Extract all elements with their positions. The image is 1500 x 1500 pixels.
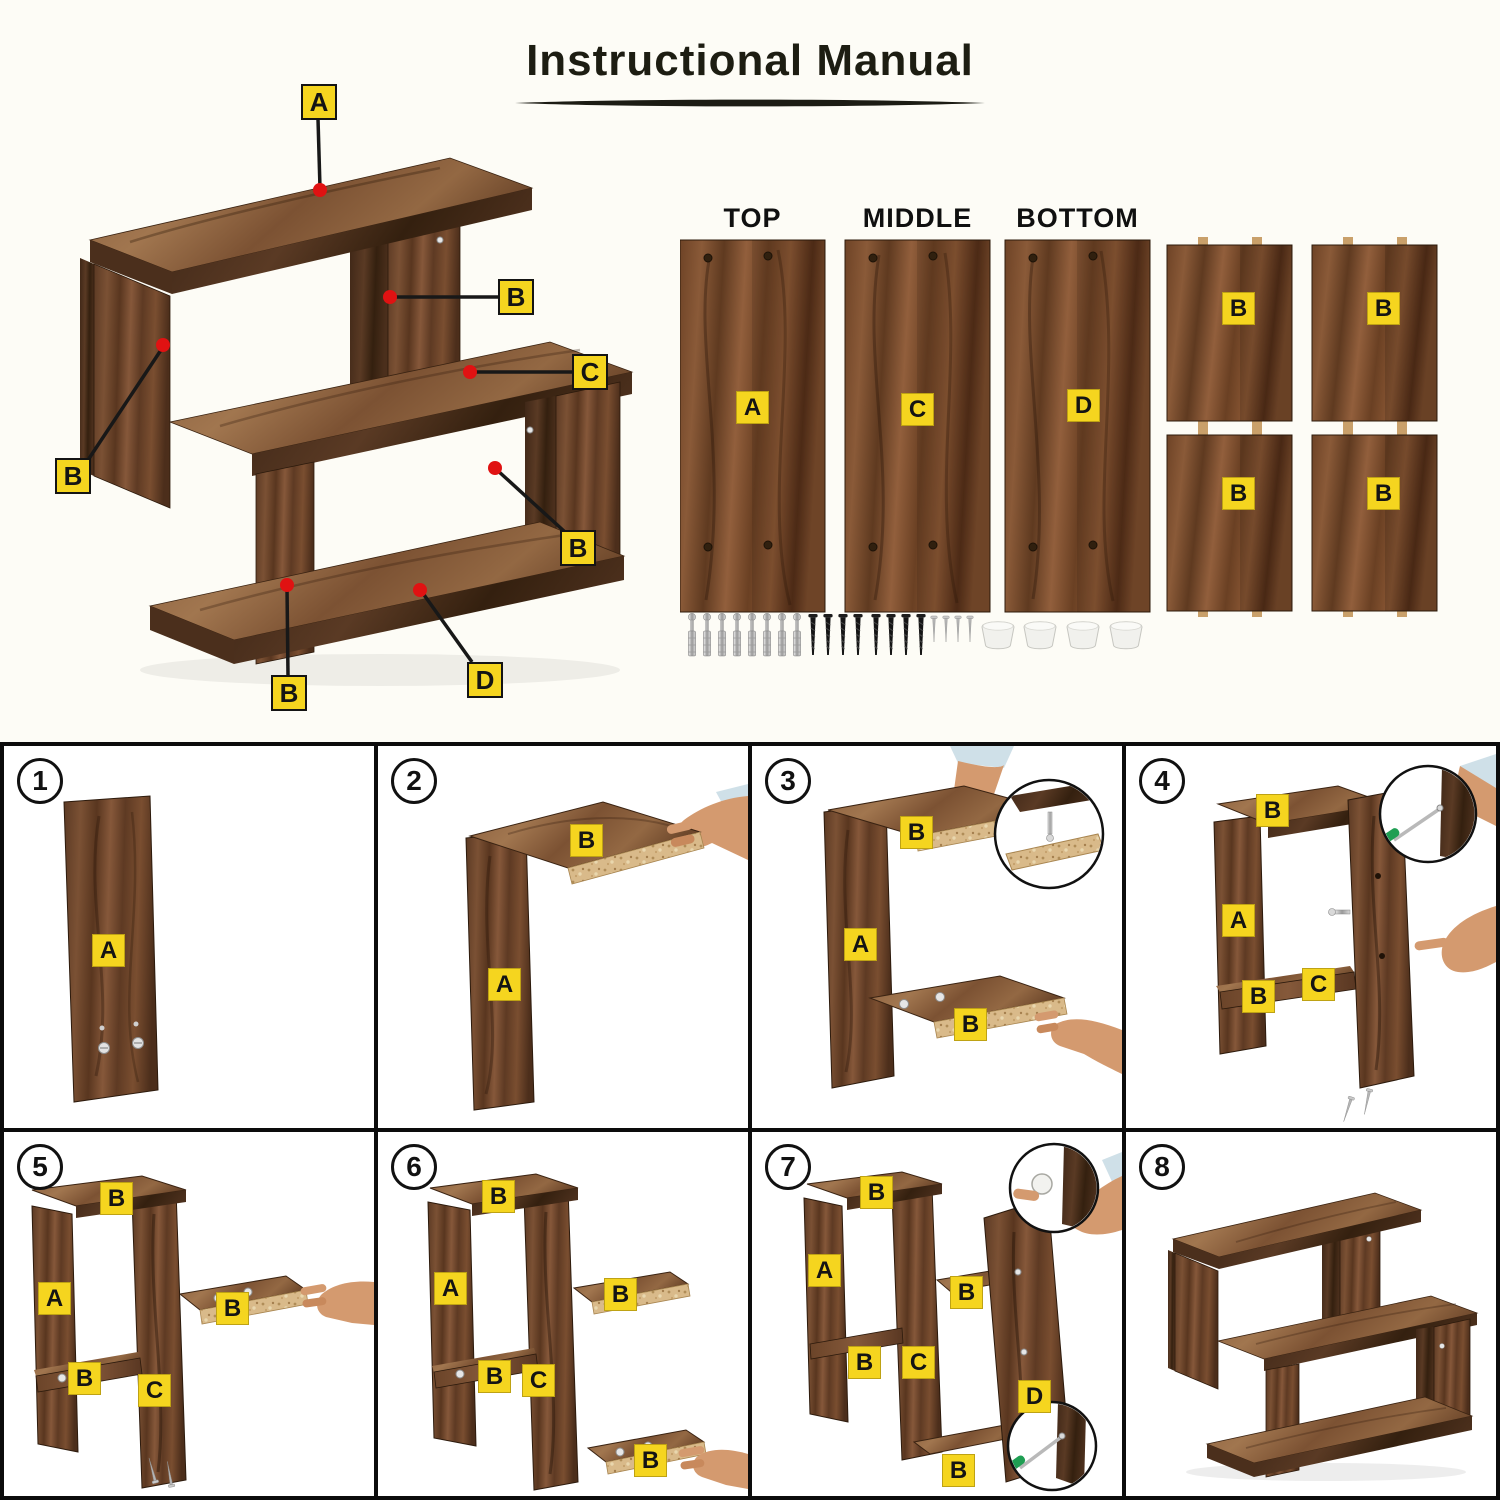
- hand: [317, 1281, 374, 1325]
- step-7-label-c: C: [902, 1346, 935, 1379]
- step-6-label-a: A: [434, 1272, 467, 1305]
- step-3-label-a: A: [844, 928, 877, 961]
- parts-overview: TOP MIDDLE BOTTOM: [679, 195, 1492, 700]
- part-label-a: A: [736, 391, 769, 424]
- step-1-panel: 1 A: [4, 746, 374, 1128]
- step-2-label-a: A: [488, 968, 521, 1001]
- title-underline: [515, 99, 985, 107]
- step-6-label-b4: B: [634, 1444, 667, 1477]
- part-label-d: D: [1067, 389, 1100, 422]
- step-7-label-d: D: [1018, 1380, 1051, 1413]
- step-7-label-b1: B: [860, 1176, 893, 1209]
- callout-label-b4: B: [271, 675, 307, 711]
- panel-c-part: [844, 239, 991, 613]
- step-4-label-a: A: [1222, 904, 1255, 937]
- step-6-label-b1: B: [482, 1180, 515, 1213]
- step-8-illustration: [1168, 1192, 1479, 1481]
- panel-d-part: [1004, 239, 1151, 613]
- step-1-number: 1: [17, 758, 63, 804]
- callout-label-c: C: [572, 354, 608, 390]
- step-1-label-a: A: [92, 934, 125, 967]
- part-label-c: C: [901, 393, 934, 426]
- step-7-label-a: A: [808, 1254, 841, 1287]
- hand: [1051, 1019, 1122, 1074]
- step-3-illustration: [823, 746, 1122, 1089]
- step-7-label-b2: B: [950, 1276, 983, 1309]
- part-label-b1: B: [1222, 292, 1255, 325]
- callout-dots: [156, 183, 502, 597]
- step-2-illustration: [465, 784, 748, 1111]
- part-label-b3: B: [1222, 477, 1255, 510]
- hand: [1457, 766, 1496, 826]
- step-6-number: 6: [391, 1144, 437, 1190]
- step-7-label-b3: B: [848, 1346, 881, 1379]
- step-5-panel: 5 B A B C B: [4, 1132, 374, 1496]
- step-3-label-b1: B: [900, 816, 933, 849]
- step-6-label-b2: B: [604, 1278, 637, 1311]
- page-title: Instructional Manual: [526, 36, 974, 85]
- step-5-number: 5: [17, 1144, 63, 1190]
- step-4-label-b2: B: [1242, 980, 1275, 1013]
- step-4-label-c: C: [1302, 968, 1335, 1001]
- step-8-number: 8: [1139, 1144, 1185, 1190]
- small-screw-icons: [930, 615, 974, 643]
- callout-label-b1: B: [498, 279, 534, 315]
- panel-b-parts: [1166, 237, 1438, 617]
- step-3-label-b2: B: [954, 1008, 987, 1041]
- sleeve: [1102, 1152, 1122, 1186]
- cam-bolt-icons: [688, 613, 801, 657]
- step-2-panel: 2 B A: [378, 746, 748, 1128]
- callout-label-b2: B: [55, 458, 91, 494]
- hand: [693, 1449, 748, 1489]
- assembled-shelf-diagram: A B C B B B D: [20, 70, 680, 760]
- step-4-label-b1: B: [1256, 794, 1289, 827]
- step-8-panel: 8: [1126, 1132, 1496, 1496]
- callout-lines: [86, 118, 572, 676]
- inset-detail-circle: [1008, 1142, 1100, 1234]
- step-4-number: 4: [1139, 758, 1185, 804]
- step-5-label-b2: B: [68, 1362, 101, 1395]
- step-5-label-c: C: [138, 1374, 171, 1407]
- step-5-label-a: A: [38, 1282, 71, 1315]
- assembly-steps-grid: 1 A 2 B A 3: [0, 742, 1500, 1500]
- step-2-label-b: B: [570, 824, 603, 857]
- sleeve: [950, 746, 1014, 768]
- cap-icons: [981, 621, 1143, 650]
- part-label-b2: B: [1367, 292, 1400, 325]
- inset-detail-circle: [1378, 764, 1478, 864]
- step-7-illustration: [803, 1142, 1122, 1492]
- step-6-illustration: [427, 1173, 748, 1491]
- step-7-number: 7: [765, 1144, 811, 1190]
- step-7-label-b4: B: [942, 1454, 975, 1487]
- header-top: TOP: [723, 203, 782, 233]
- callout-label-b3: B: [560, 530, 596, 566]
- callout-label-d: D: [467, 662, 503, 698]
- step-4-panel: 4: [1126, 746, 1496, 1128]
- hand: [1441, 906, 1496, 973]
- step-7-panel: 7: [752, 1132, 1122, 1496]
- step-6-label-c: C: [522, 1364, 555, 1397]
- inset-detail-circle: [993, 778, 1105, 890]
- callout-label-a: A: [301, 84, 337, 120]
- part-label-b4: B: [1367, 477, 1400, 510]
- panel-a-part: [679, 239, 826, 613]
- parts-illustration: [679, 237, 1438, 657]
- step-5-label-b3: B: [216, 1292, 249, 1325]
- step-6-panel: 6 B A B B C B: [378, 1132, 748, 1496]
- header-bottom: BOTTOM: [1016, 203, 1139, 233]
- step-3-panel: 3: [752, 746, 1122, 1128]
- top-section: Instructional Manual: [0, 0, 1500, 742]
- step-3-number: 3: [765, 758, 811, 804]
- screw-icons: [807, 613, 927, 656]
- step-4-illustration: [1213, 754, 1496, 1123]
- step-2-number: 2: [391, 758, 437, 804]
- step-1-illustration: [63, 795, 159, 1103]
- inset-detail-circle: [1006, 1400, 1098, 1492]
- header-middle: MIDDLE: [862, 203, 973, 233]
- step-6-label-b3: B: [478, 1360, 511, 1393]
- assembled-shelf-illustration: [80, 118, 634, 686]
- step-5-label-b1: B: [100, 1182, 133, 1215]
